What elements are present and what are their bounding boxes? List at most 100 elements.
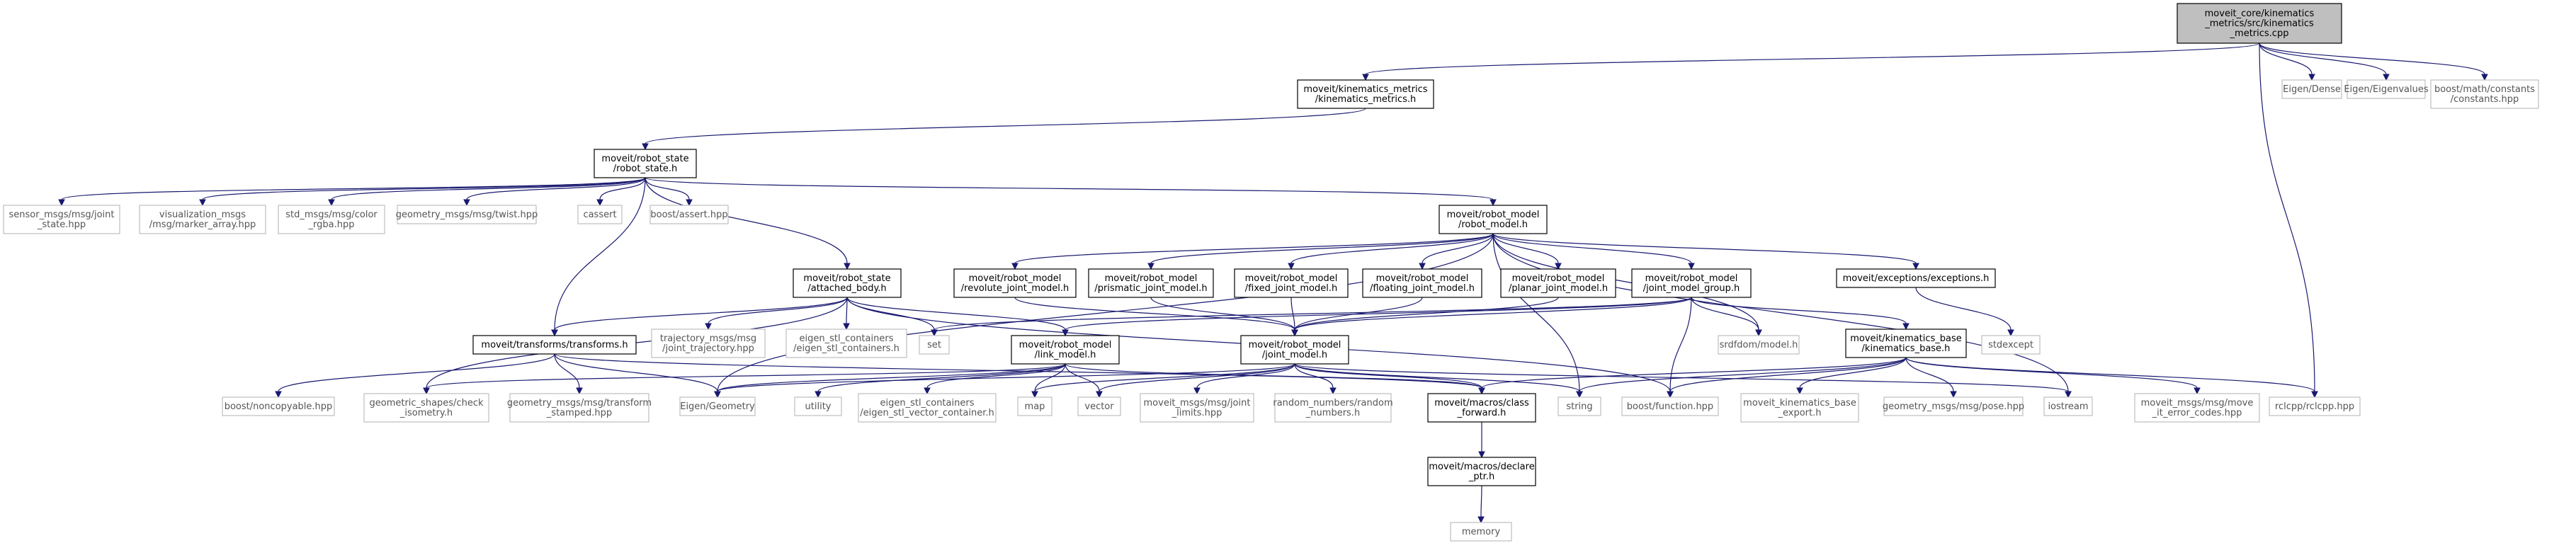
node-label: /constants.hpp bbox=[2451, 94, 2519, 105]
edge-robot_model-to-revolute bbox=[1011, 233, 1494, 270]
node-vis-msgs: visualization_msgs/msg/marker_array.hpp bbox=[139, 205, 266, 234]
edge-jmg-to-set bbox=[931, 297, 1692, 337]
edge-joint_model-to-joint_limits bbox=[1193, 363, 1295, 395]
edge-jmg-to-kin_base bbox=[1691, 297, 1910, 331]
node-utility: utility bbox=[794, 396, 842, 416]
node-fixed[interactable]: moveit/robot_model/fixed_joint_model.h bbox=[1234, 268, 1349, 298]
node-label: /link_model.h bbox=[1035, 350, 1096, 360]
edge-revolute-to-joint_model bbox=[1014, 297, 1298, 337]
node-label: moveit/robot_state bbox=[803, 273, 890, 284]
node-label: string bbox=[1566, 401, 1592, 412]
node-random-numbers: random_numbers/random_numbers.h bbox=[1273, 393, 1393, 423]
node-label: /eigen_stl_vector_container.h bbox=[860, 408, 994, 418]
graph-nodes: moveit_core/kinematics_metrics/src/kinem… bbox=[3, 3, 2539, 542]
node-km[interactable]: moveit/kinematics_metrics/kinematics_met… bbox=[1297, 79, 1434, 109]
node-eigen-eigenvalues: Eigen/Eigenvalues bbox=[2344, 79, 2429, 99]
node-joint-model[interactable]: moveit/robot_model/joint_model.h bbox=[1240, 335, 1349, 365]
node-label: /eigen_stl_containers.h bbox=[793, 343, 900, 354]
node-jmg[interactable]: moveit/robot_model/joint_model_group.h bbox=[1631, 268, 1752, 298]
node-label: boost/noncopyable.hpp bbox=[225, 401, 333, 412]
node-label: /joint_model.h bbox=[1262, 350, 1327, 360]
node-link-model[interactable]: moveit/robot_model/link_model.h bbox=[1011, 335, 1120, 365]
edge-transforms-to-boost_noncopyable bbox=[275, 353, 555, 399]
node-label: moveit_core/kinematics bbox=[2205, 8, 2315, 19]
node-label: set bbox=[927, 340, 941, 350]
node-label: /joint_model_group.h bbox=[1643, 283, 1740, 294]
node-label: geometry_msgs/msg/pose.hpp bbox=[1883, 401, 2024, 412]
edge-robot_state-to-boost_assert bbox=[645, 177, 693, 207]
node-attached-body[interactable]: moveit/robot_state/attached_body.h bbox=[793, 268, 902, 298]
node-robot-model[interactable]: moveit/robot_model/robot_model.h bbox=[1439, 205, 1548, 234]
node-exceptions[interactable]: moveit/exceptions/exceptions.h bbox=[1836, 268, 1996, 288]
node-label: geometry_msgs/msg/twist.hpp bbox=[396, 210, 538, 220]
node-vector: vector bbox=[1077, 396, 1121, 416]
node-label: moveit/robot_model bbox=[1249, 340, 1341, 350]
node-boost-function: boost/function.hpp bbox=[1621, 396, 1719, 416]
edge-link_model-to-geo_shapes bbox=[423, 363, 1066, 395]
node-label: _isometry.h bbox=[399, 408, 453, 418]
node-memory: memory bbox=[1450, 522, 1512, 542]
node-planar[interactable]: moveit/robot_model/planar_joint_model.h bbox=[1500, 268, 1616, 298]
node-geo-transform: geometry_msgs/msg/transform_stamped.hpp bbox=[507, 393, 652, 423]
node-label: _metrics/src/kinematics bbox=[2204, 18, 2314, 29]
node-class-forward[interactable]: moveit/macros/class_forward.h bbox=[1427, 393, 1536, 423]
node-label: std_msgs/msg/color bbox=[285, 210, 378, 220]
node-transforms[interactable]: moveit/transforms/transforms.h bbox=[472, 335, 637, 355]
node-kin-base-export: moveit_kinematics_base_export.h bbox=[1740, 393, 1859, 423]
node-geo-shapes: geometric_shapes/check_isometry.h bbox=[363, 393, 489, 423]
edge-jmg-to-boost_function bbox=[1667, 297, 1692, 399]
node-label: _export.h bbox=[1778, 408, 1822, 418]
node-label: moveit/robot_model bbox=[1105, 273, 1198, 284]
node-label: /robot_model.h bbox=[1458, 219, 1528, 230]
edge-class_forward-to-declare_ptr bbox=[1478, 421, 1485, 459]
node-eigen-geometry: Eigen/Geometry bbox=[679, 396, 756, 416]
edge-kin_base-to-string bbox=[1576, 357, 1907, 399]
node-geo-pose: geometry_msgs/msg/pose.hpp bbox=[1883, 396, 2024, 416]
edge-robot_model-to-jmg bbox=[1492, 233, 1695, 270]
edge-robot_model-to-floating bbox=[1419, 233, 1494, 270]
node-prismatic[interactable]: moveit/robot_model/prismatic_joint_model… bbox=[1088, 268, 1214, 298]
node-root[interactable]: moveit_core/kinematics_metrics/src/kinem… bbox=[2177, 3, 2342, 44]
edge-robot_model-to-planar bbox=[1492, 233, 1562, 270]
edge-km-to-robot_state bbox=[642, 108, 1366, 151]
node-label: moveit_msgs/msg/joint bbox=[1144, 398, 1251, 408]
node-kin-base[interactable]: moveit/kinematics_base/kinematics_base.h bbox=[1845, 328, 1967, 358]
node-eigen-stl-vector: eigen_stl_containers/eigen_stl_vector_co… bbox=[858, 393, 997, 423]
node-label: _limits.hpp bbox=[1171, 408, 1222, 418]
edge-robot_state-to-sensor_msgs bbox=[58, 177, 646, 207]
node-label: moveit/robot_model bbox=[1447, 210, 1540, 220]
node-declare-ptr[interactable]: moveit/macros/declare_ptr.h bbox=[1427, 457, 1536, 486]
node-label: visualization_msgs bbox=[159, 210, 246, 220]
node-label: moveit/transforms/transforms.h bbox=[481, 340, 628, 350]
node-label: /joint_trajectory.hpp bbox=[662, 343, 754, 354]
edge-robot_model-to-exceptions bbox=[1492, 233, 1919, 270]
node-floating[interactable]: moveit/robot_model/floating_joint_model.… bbox=[1362, 268, 1482, 298]
node-label: /msg/marker_array.hpp bbox=[149, 219, 256, 230]
edge-attached_body-to-transforms bbox=[551, 297, 848, 337]
node-label: moveit/kinematics_base bbox=[1850, 333, 1962, 344]
node-label: vector bbox=[1084, 401, 1114, 412]
edge-kin_base-to-class_forward bbox=[1478, 357, 1907, 395]
node-label: moveit/macros/declare bbox=[1429, 462, 1534, 472]
node-label: moveit_msgs/msg/move bbox=[2141, 398, 2254, 408]
node-label: stdexcept bbox=[1988, 340, 2033, 350]
node-label: eigen_stl_containers bbox=[800, 333, 894, 344]
edge-jmg-to-link_model bbox=[1062, 297, 1692, 337]
edge-jmg-to-srdfdom bbox=[1691, 297, 1762, 337]
node-revolute[interactable]: moveit/robot_model/revolute_joint_model.… bbox=[953, 268, 1077, 298]
node-robot-state[interactable]: moveit/robot_state/robot_state.h bbox=[594, 149, 697, 178]
edge-robot_state-to-geo_twist bbox=[463, 177, 646, 207]
node-label: rclcpp/rclcpp.hpp bbox=[2275, 401, 2354, 412]
node-label: _metrics.cpp bbox=[2230, 28, 2289, 39]
node-label: /attached_body.h bbox=[807, 283, 886, 294]
edge-link_model-to-utility bbox=[815, 363, 1066, 399]
edge-robot_model-to-fixed bbox=[1288, 233, 1494, 270]
edge-joint_model-to-random_numbers bbox=[1294, 363, 1337, 395]
node-label: moveit/robot_model bbox=[1245, 273, 1338, 284]
node-label: iostream bbox=[2048, 401, 2088, 412]
edge-robot_state-to-attached_body bbox=[645, 177, 851, 270]
node-label: geometry_msgs/msg/transform bbox=[507, 398, 652, 408]
node-stdexcept: stdexcept bbox=[1981, 335, 2041, 355]
edge-robot_state-to-vis_msgs bbox=[199, 177, 646, 207]
edge-attached_body-to-eigen_stl_containers bbox=[843, 297, 850, 331]
